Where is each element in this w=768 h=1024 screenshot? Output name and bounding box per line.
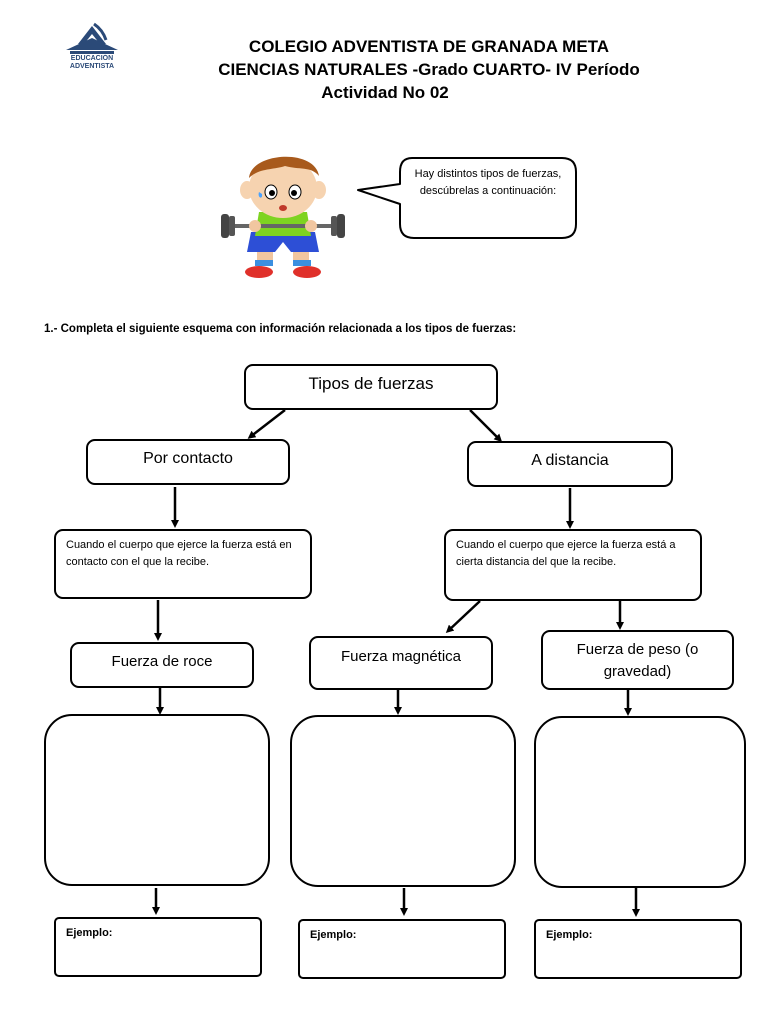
weight-answer-box[interactable]: [534, 716, 746, 888]
speech-bubble-text: Hay distintos tipos de fuerzas, descúbre…: [414, 168, 562, 197]
arrow-root-to-contact: [247, 409, 286, 439]
course-title: CIENCIAS NATURALES -Grado CUARTO- IV Per…: [218, 60, 640, 79]
logo-text-line1: EDUCACIÓN: [70, 55, 114, 62]
root-node-label: Tipos de fuerzas: [308, 374, 434, 393]
friction-force-label: Fuerza de roce: [111, 653, 213, 670]
magnetic-example-label: Ejemplo:: [310, 929, 357, 941]
weight-example-box[interactable]: Ejemplo:: [534, 919, 742, 979]
weightlifter-boy-illustration: [221, 156, 345, 278]
school-logo: EDUCACIÓN ADVENTISTA: [56, 20, 128, 76]
friction-example-box[interactable]: Ejemplo:: [54, 917, 262, 977]
speech-bubble-shape: [357, 157, 577, 239]
distance-node-label: A distancia: [531, 452, 609, 469]
magnetic-answer-box[interactable]: [290, 715, 516, 887]
magnetic-example-box[interactable]: Ejemplo:: [298, 919, 506, 979]
school-name: COLEGIO ADVENTISTA DE GRANADA META: [248, 37, 610, 56]
contact-node-label: Por contacto: [143, 450, 233, 467]
activity-title: Actividad No 02: [321, 83, 449, 102]
distance-description: Cuando el cuerpo que ejerce la fuerza es…: [444, 529, 702, 601]
arrow-root-to-distance: [469, 409, 503, 443]
question-instruction: 1.- Completa el siguiente esquema con in…: [44, 323, 517, 335]
distance-node: A distancia: [467, 441, 673, 487]
weight-example-label: Ejemplo:: [546, 929, 593, 941]
adventist-logo-icon: [66, 22, 118, 54]
friction-force-node: Fuerza de roce: [70, 642, 254, 688]
weight-force-label: Fuerza de peso (o gravedad): [576, 641, 699, 680]
friction-example-label: Ejemplo:: [66, 927, 113, 939]
logo-text-line2: ADVENTISTA: [69, 63, 115, 70]
magnetic-force-node: Fuerza magnética: [309, 636, 493, 690]
weight-force-node: Fuerza de peso (o gravedad): [541, 630, 734, 690]
contact-node: Por contacto: [86, 439, 290, 485]
magnetic-force-label: Fuerza magnética: [340, 648, 462, 665]
arrow-desc-to-magnetica: [445, 600, 481, 634]
root-node: Tipos de fuerzas: [244, 364, 498, 410]
friction-answer-box[interactable]: [44, 714, 270, 886]
contact-description: Cuando el cuerpo que ejerce la fuerza es…: [54, 529, 312, 599]
